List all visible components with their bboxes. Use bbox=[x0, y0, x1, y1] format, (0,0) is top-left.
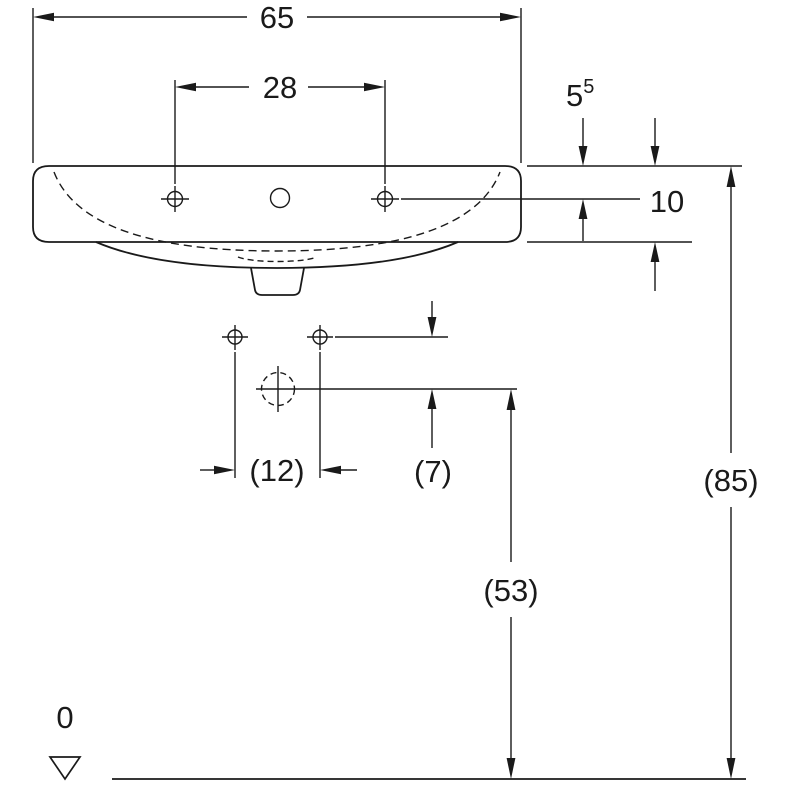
drain-outlet bbox=[256, 366, 517, 412]
washbasin-front-view bbox=[32, 165, 522, 296]
dim-width-arrow-right-icon bbox=[500, 12, 521, 22]
basin-outline bbox=[32, 165, 522, 243]
fixing-hole-right bbox=[307, 325, 333, 350]
dim-fixing-to-drain-label: (7) bbox=[414, 454, 452, 489]
dim-55-superscript-digit: 5 bbox=[583, 76, 594, 98]
tap-hole-left bbox=[161, 186, 189, 212]
fixing-hole-left bbox=[222, 325, 248, 350]
floor-datum: 0 bbox=[48, 700, 82, 781]
dim-fixing-hole-spacing-label: (12) bbox=[249, 453, 304, 488]
dim-rim-to-tap-axis: 55 bbox=[566, 76, 594, 241]
dim-7-arrow-top-icon bbox=[427, 317, 437, 337]
dim-28-arrow-right-icon bbox=[364, 82, 385, 92]
dim-rim-to-tap-axis-label: 55 bbox=[566, 76, 594, 113]
datum-triangle-icon bbox=[48, 756, 82, 781]
dim-85-arrow-bottom-icon bbox=[726, 758, 736, 779]
dim-rim-height-label: 10 bbox=[650, 184, 684, 219]
dim-width-arrow-left-icon bbox=[33, 12, 54, 22]
bowl-hidden-edge bbox=[53, 171, 501, 252]
dim-10-arrow-top-icon bbox=[650, 146, 660, 166]
dim-rim-height: 10 bbox=[650, 118, 684, 291]
dim-12-arrow-left-icon bbox=[214, 465, 235, 475]
trap-outline bbox=[250, 267, 305, 296]
dim-fixing-to-drain: (7) bbox=[414, 301, 452, 489]
tap-hole-right bbox=[371, 186, 399, 212]
dim-floor-to-rim: (85) bbox=[703, 166, 759, 779]
dim-total-width-label: 65 bbox=[260, 0, 294, 35]
dim-7-arrow-bottom-icon bbox=[427, 389, 437, 409]
floor-datum-label: 0 bbox=[56, 700, 73, 735]
dim-floor-to-drain: (53) bbox=[483, 389, 539, 779]
dim-floor-to-drain-label: (53) bbox=[483, 573, 538, 608]
dim-12-arrow-right-icon bbox=[320, 465, 341, 475]
dim-53-arrow-top-icon bbox=[506, 389, 516, 410]
dim-fixing-hole-spacing: (12) bbox=[200, 453, 357, 488]
basin-underside-contour bbox=[95, 241, 459, 269]
drain-hidden-arc bbox=[237, 256, 318, 263]
dim-tap-hole-spacing-label: 28 bbox=[263, 70, 297, 105]
dim-85-arrow-top-icon bbox=[726, 166, 736, 187]
dim-53-arrow-bottom-icon bbox=[506, 758, 516, 779]
dim-55-main-digit: 5 bbox=[566, 78, 583, 113]
dim-10-arrow-bottom-icon bbox=[650, 242, 660, 262]
dim-28-arrow-left-icon bbox=[175, 82, 196, 92]
fixing-holes bbox=[222, 325, 448, 478]
dim-tap-hole-spacing: 28 bbox=[174, 70, 386, 184]
dim-55-arrow-bottom-icon bbox=[578, 199, 588, 219]
center-hole bbox=[269, 187, 291, 209]
dim-floor-to-rim-label: (85) bbox=[703, 463, 758, 498]
dim-55-arrow-top-icon bbox=[578, 146, 588, 166]
dim-total-width: 65 bbox=[32, 0, 522, 163]
